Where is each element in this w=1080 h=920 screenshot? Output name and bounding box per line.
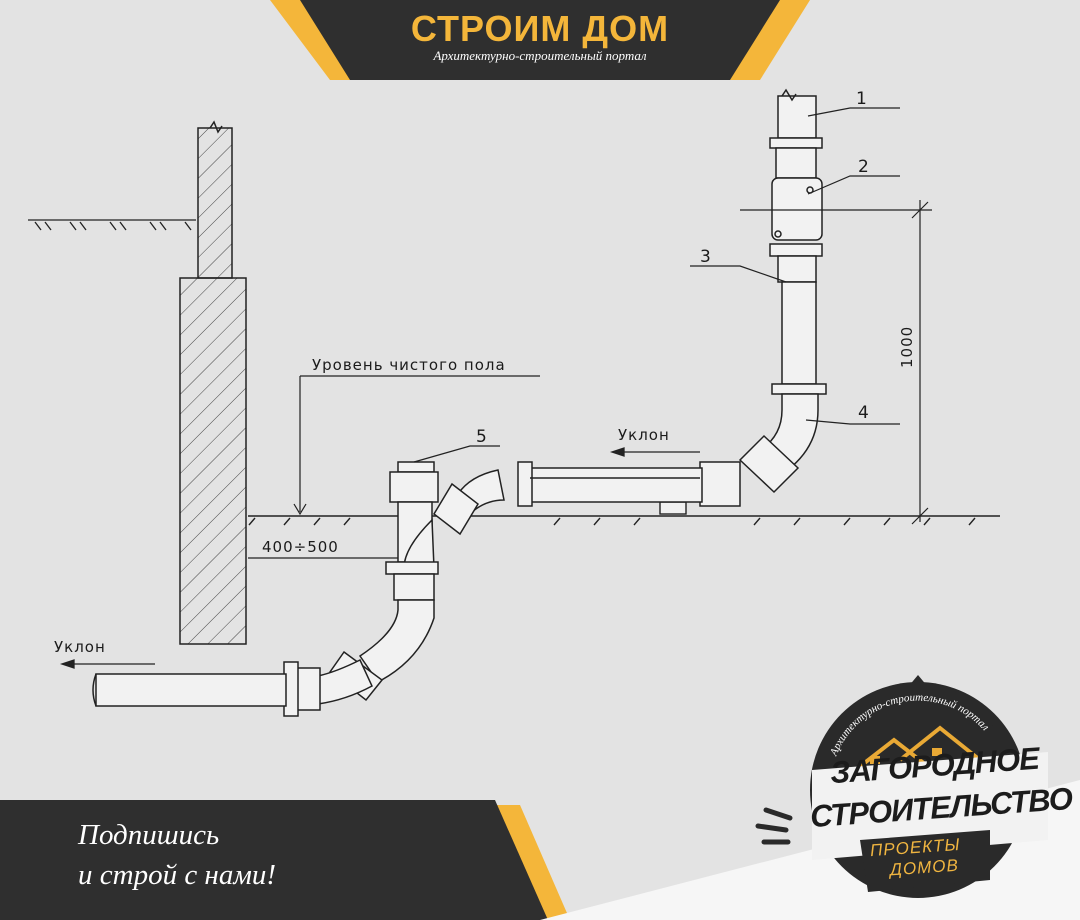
badge-logo: Архитектурно-строительный портал (755, 675, 1048, 898)
floor-level-leader (293, 375, 540, 516)
floor-line (248, 501, 1000, 526)
outlet-pipe (92, 599, 435, 717)
floor-level-label: Уровень чистого пола (312, 356, 506, 374)
height-dimension (740, 200, 932, 525)
riser-elbow-socket (738, 434, 800, 494)
callout-2: 2 (858, 157, 869, 177)
riser-pipe (750, 88, 827, 481)
callout-leaders (413, 107, 900, 463)
slope-label-lower: Уклон (54, 638, 106, 656)
callout-4: 4 (858, 403, 869, 423)
subscribe-line-2: и строй с нами! (78, 859, 276, 891)
badge-houses-icon (856, 725, 982, 770)
slope-label-upper: Уклон (618, 426, 670, 444)
distance-label: 400÷500 (262, 538, 339, 556)
callout-3: 3 (700, 247, 711, 267)
subscribe-line-1: Подпишись (78, 819, 220, 851)
subscribe-callout: Подпишись и строй с нами! (78, 815, 276, 895)
header-banner (270, 0, 810, 80)
foundation-wall (179, 120, 247, 645)
slope-arrows (59, 447, 700, 669)
height-label: 1000 (898, 326, 916, 368)
speed-lines-icon (755, 807, 793, 845)
tee-with-cleanout (385, 461, 505, 601)
callout-1: 1 (856, 89, 867, 109)
horizontal-pipe (517, 461, 741, 507)
ground-surface (28, 219, 196, 231)
callout-5: 5 (476, 427, 487, 447)
